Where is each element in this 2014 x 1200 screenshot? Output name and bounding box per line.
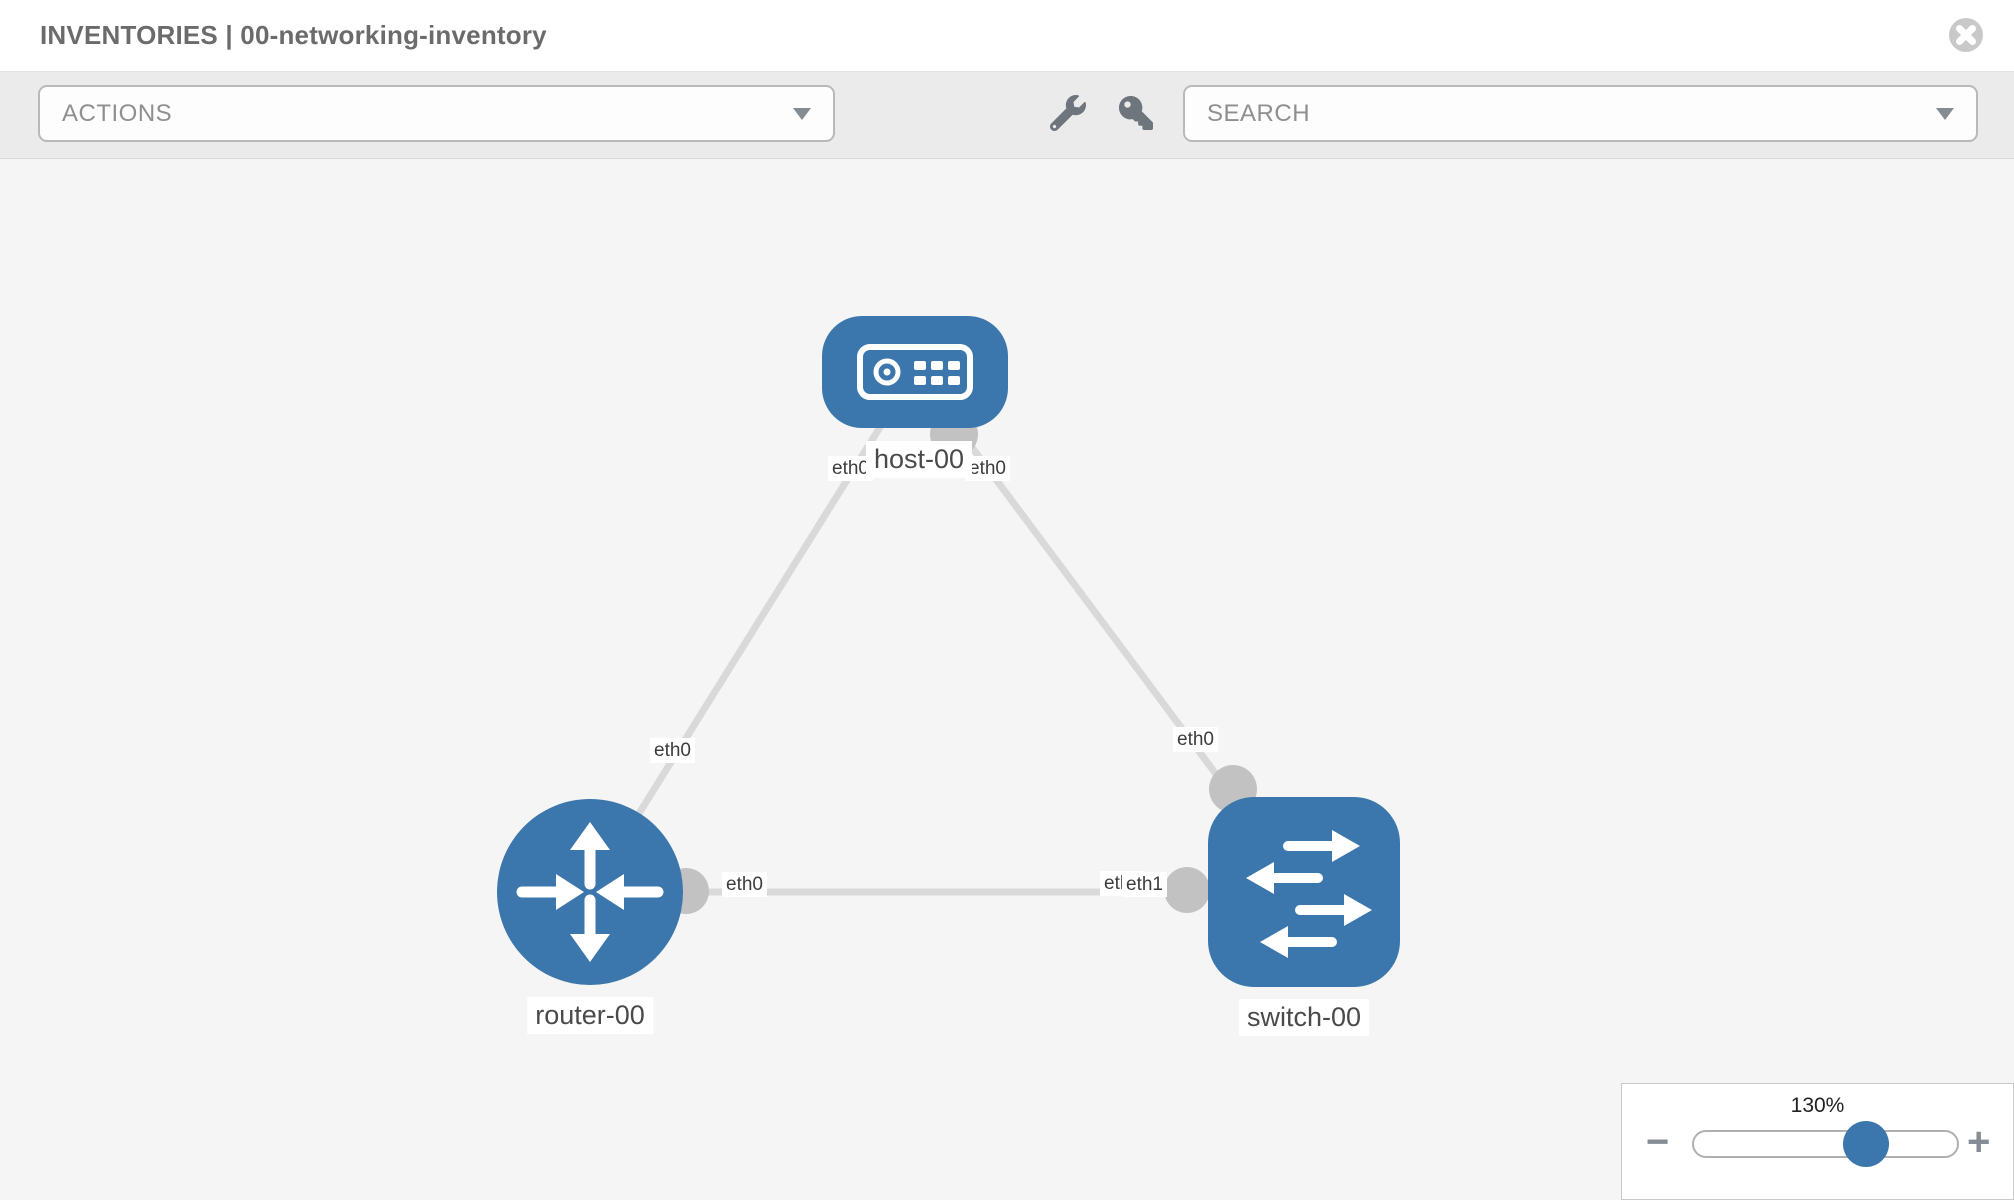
node-label-switch: switch-00 — [1238, 999, 1370, 1036]
interface-label-switch-left-front: eth1 — [1122, 872, 1167, 897]
interface-label-switch-top: eth0 — [1173, 727, 1218, 752]
switch-icon — [1246, 830, 1372, 958]
key-icon — [1119, 96, 1153, 130]
chevron-down-icon — [1936, 107, 1954, 120]
zoom-slider-track[interactable] — [1692, 1121, 1959, 1167]
key-button[interactable] — [1108, 85, 1164, 141]
interface-label-host-right: eth0 — [965, 456, 1010, 481]
node-label-host: host-00 — [865, 441, 973, 478]
search-dropdown-label: SEARCH — [1207, 99, 1311, 127]
interface-label-router-top: eth0 — [650, 738, 695, 763]
wrench-icon — [1050, 95, 1086, 131]
configure-button[interactable] — [1040, 85, 1096, 141]
zoom-out-button[interactable]: − — [1646, 1120, 1670, 1164]
router-icon — [516, 822, 664, 962]
node-label-router: router-00 — [527, 997, 653, 1034]
zoom-level: 130% — [1790, 1094, 1845, 1117]
interface-label-host-left: eth0 — [828, 456, 873, 481]
page-title: INVENTORIES | 00-networking-inventory — [40, 20, 547, 50]
zoom-in-button[interactable]: + — [1967, 1120, 1991, 1164]
search-dropdown[interactable]: SEARCH — [1183, 85, 1978, 142]
node-switch-00[interactable] — [1208, 797, 1400, 987]
zoom-slider-thumb[interactable] — [1843, 1121, 1889, 1167]
zoom-panel: 130% − + — [1621, 1083, 2014, 1200]
close-icon — [1949, 17, 1983, 52]
node-host-00[interactable] — [822, 316, 1008, 428]
host-icon — [857, 344, 973, 400]
actions-dropdown[interactable]: ACTIONS — [38, 85, 835, 142]
close-button[interactable] — [1946, 16, 1986, 56]
actions-dropdown-label: ACTIONS — [62, 99, 173, 127]
header: INVENTORIES | 00-networking-inventory — [0, 0, 2014, 72]
node-router-00[interactable] — [497, 799, 683, 985]
interface-label-router-right: eth0 — [722, 872, 767, 897]
interface-stub-switch-left — [1164, 867, 1210, 913]
toolbar: ACTIONS SEARCH — [0, 72, 2014, 159]
chevron-down-icon — [793, 107, 811, 120]
